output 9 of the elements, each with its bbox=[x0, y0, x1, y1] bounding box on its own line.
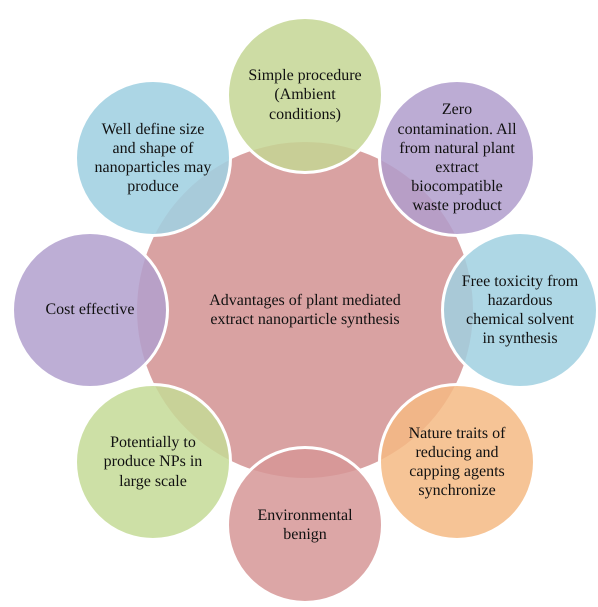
node-text: Advantages of plant mediated extract nanoparticle synthesis bbox=[208, 290, 402, 330]
node-text: Environmental benign bbox=[256, 506, 354, 544]
node-text: Well define size and shape of nanoparticles may produce bbox=[94, 120, 212, 196]
node-text: Potentially to produce NPs in large scale bbox=[102, 433, 204, 491]
node-text: Zero contamination. All from natural plant extract biocompatible waste product bbox=[396, 100, 518, 216]
node-text: Nature traits of reducing and capping agents synchronize bbox=[408, 424, 506, 500]
node-text: Simple procedure (Ambient conditions) bbox=[247, 66, 363, 124]
node-text: Free toxicity from hazardous chemical solvent in synthesis bbox=[461, 272, 579, 348]
node-text: Cost effective bbox=[44, 300, 136, 320]
